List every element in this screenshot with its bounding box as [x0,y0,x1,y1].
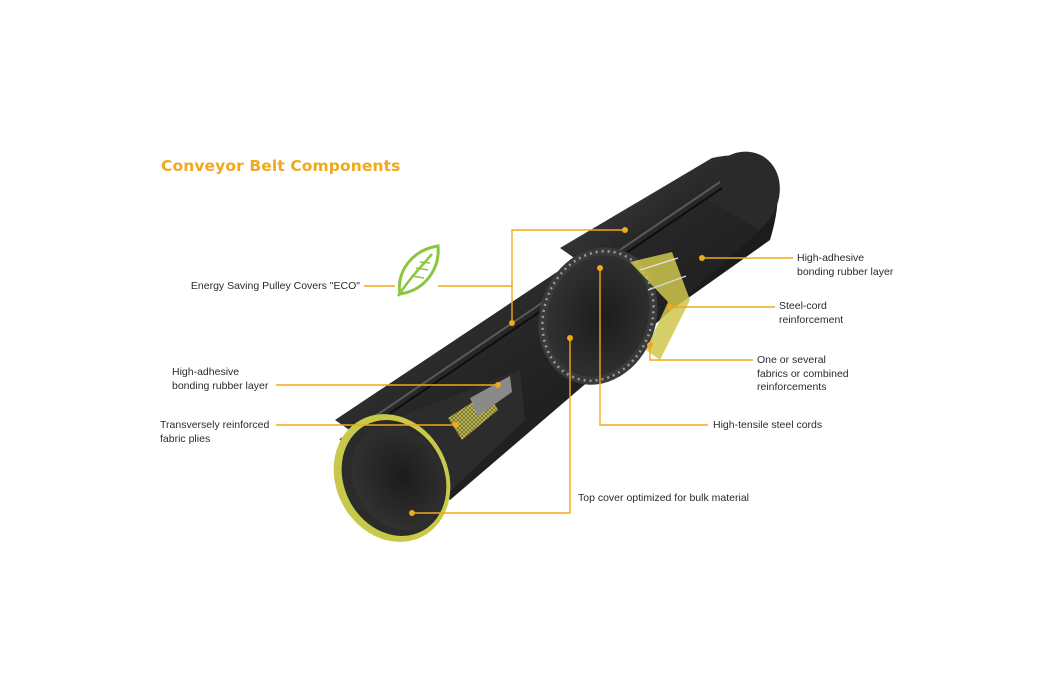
leader-lines [276,229,793,514]
label-top-cover: Top cover optimized for bulk material [578,492,749,504]
label-fabric-plies: Transversely reinforced fabric plies [160,419,270,445]
lower-tube-cross-section [333,370,525,542]
leaf-icon [396,244,440,297]
label-steel-cords: High-tensile steel cords [713,419,823,431]
label-fabric-reinforcements: One or several fabrics or combined reinf… [757,354,849,393]
upper-tube-cross-section [538,247,690,385]
label-eco-pulley-covers: Energy Saving Pulley Covers "ECO" [190,280,360,292]
label-bonding-layer-left: High-adhesive bonding rubber layer [172,366,269,392]
label-steel-cord-reinforcement: Steel-cord reinforcement [779,300,844,326]
page-title: Conveyor Belt Components [161,157,401,175]
leader-dots [409,227,705,516]
label-bonding-layer-right: High-adhesive bonding rubber layer [797,252,894,278]
